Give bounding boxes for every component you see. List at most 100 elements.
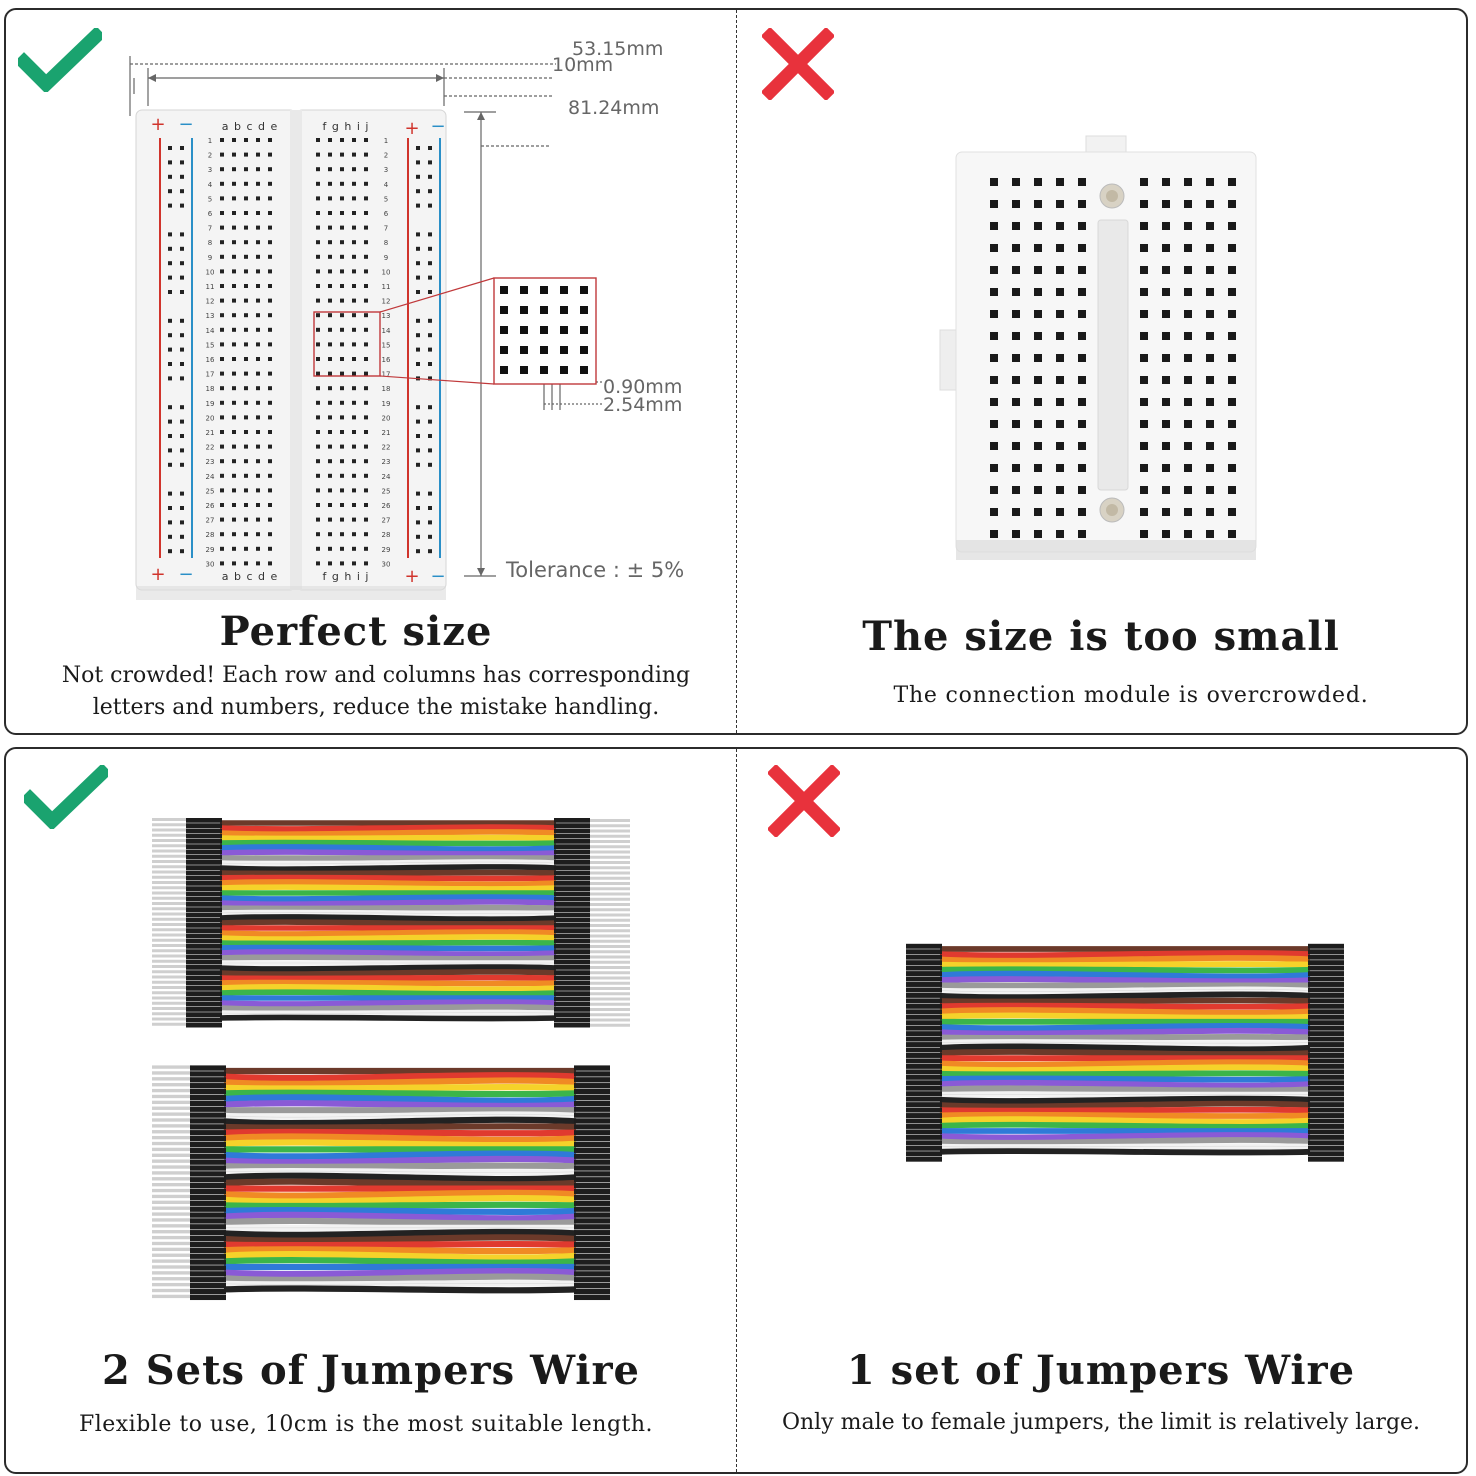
- svg-text:11: 11: [382, 283, 391, 291]
- check-icon: [18, 28, 102, 92]
- svg-text:7: 7: [208, 225, 212, 233]
- svg-text:16: 16: [382, 356, 391, 364]
- jumper-wire-set-single: [906, 943, 1344, 1162]
- dimension-width: 53.15mm: [572, 38, 664, 60]
- svg-text:15: 15: [382, 341, 391, 349]
- svg-text:26: 26: [206, 502, 215, 510]
- mini-breadboard: [939, 135, 1257, 560]
- description-line: Not crowded! Each row and columns has co…: [61, 663, 691, 688]
- panel-description: The connection module is overcrowded.: [893, 683, 1369, 708]
- panel-title: 1 set of Jumpers Wire: [846, 1347, 1356, 1394]
- svg-text:7: 7: [384, 225, 388, 233]
- jumper-wire-set-2: [152, 1065, 610, 1301]
- svg-text:28: 28: [206, 531, 215, 539]
- svg-text:5: 5: [208, 195, 212, 203]
- svg-text:20: 20: [382, 414, 391, 422]
- svg-text:19: 19: [382, 400, 391, 408]
- svg-text:12: 12: [206, 298, 215, 306]
- minus-label: −: [430, 566, 445, 587]
- zoomed-holes: [500, 286, 588, 374]
- description-line: letters and numbers, reduce the mistake …: [92, 695, 660, 720]
- svg-text:3: 3: [384, 166, 388, 174]
- svg-text:2: 2: [208, 152, 212, 160]
- svg-text:4: 4: [208, 181, 213, 189]
- panel-divider: [736, 10, 737, 733]
- column-letters-left: a b c d e: [222, 570, 279, 583]
- breadboard-dimension-diagram: + − + − + − + − a b c d e f g h i j a b …: [129, 56, 604, 600]
- svg-text:24: 24: [206, 473, 215, 481]
- check-icon: [24, 765, 108, 829]
- svg-text:13: 13: [382, 312, 391, 320]
- svg-text:24: 24: [382, 473, 391, 481]
- column-letters-left: a b c d e: [222, 120, 279, 133]
- panel-title: 2 Sets of Jumpers Wire: [101, 1347, 641, 1394]
- svg-text:26: 26: [382, 502, 391, 510]
- svg-text:29: 29: [206, 546, 215, 554]
- svg-text:29: 29: [382, 546, 391, 554]
- svg-text:28: 28: [382, 531, 391, 539]
- mini-breadboard-holes: [990, 178, 1236, 538]
- plus-label: +: [404, 118, 419, 139]
- svg-text:16: 16: [206, 356, 215, 364]
- dimension-hole: 0.90mm: [603, 376, 683, 398]
- svg-text:1: 1: [208, 137, 212, 145]
- svg-text:14: 14: [382, 327, 391, 335]
- svg-text:13: 13: [206, 312, 215, 320]
- svg-text:10: 10: [206, 268, 215, 276]
- column-letters-right: f g h i j: [323, 120, 370, 133]
- column-letters-right: f g h i j: [323, 570, 370, 583]
- svg-text:9: 9: [384, 254, 388, 262]
- minus-label: −: [430, 116, 445, 137]
- dimension-height: 81.24mm: [568, 97, 660, 119]
- svg-text:25: 25: [206, 487, 215, 495]
- svg-text:8: 8: [208, 239, 212, 247]
- comparison-panel-jumper-wires: 2 Sets of Jumpers Wire Flexible to use, …: [4, 747, 1468, 1474]
- svg-text:18: 18: [382, 385, 391, 393]
- svg-text:27: 27: [206, 517, 215, 525]
- svg-text:9: 9: [208, 254, 212, 262]
- svg-text:17: 17: [382, 371, 391, 379]
- plus-label: +: [404, 566, 419, 587]
- tolerance-label: Tolerance : ± 5%: [506, 558, 685, 582]
- svg-text:21: 21: [382, 429, 391, 437]
- dimension-gap: 10mm: [552, 54, 614, 76]
- panel-divider: [736, 749, 737, 1472]
- svg-text:30: 30: [206, 560, 215, 568]
- svg-text:6: 6: [208, 210, 213, 218]
- svg-text:3: 3: [208, 166, 212, 174]
- svg-text:30: 30: [382, 560, 391, 568]
- svg-text:10: 10: [382, 268, 391, 276]
- cross-icon: [768, 765, 840, 837]
- svg-text:15: 15: [206, 341, 215, 349]
- svg-text:1: 1: [384, 137, 388, 145]
- svg-text:17: 17: [206, 371, 215, 379]
- svg-text:23: 23: [206, 458, 215, 466]
- svg-text:20: 20: [206, 414, 215, 422]
- svg-text:25: 25: [382, 487, 391, 495]
- svg-text:2: 2: [384, 152, 388, 160]
- svg-text:12: 12: [382, 298, 391, 306]
- svg-text:11: 11: [206, 283, 215, 291]
- minus-label: −: [178, 564, 193, 585]
- svg-text:8: 8: [384, 239, 388, 247]
- cross-icon: [762, 28, 834, 100]
- svg-text:4: 4: [384, 181, 389, 189]
- dimension-pitch: 2.54mm: [603, 394, 683, 416]
- svg-text:21: 21: [206, 429, 215, 437]
- minus-label: −: [178, 114, 193, 135]
- plus-label: +: [150, 564, 165, 585]
- panel-title: Perfect size: [219, 608, 493, 655]
- panel-description: Flexible to use, 10cm is the most suitab…: [78, 1412, 654, 1437]
- plus-label: +: [150, 114, 165, 135]
- panel-description: Only male to female jumpers, the limit i…: [781, 1410, 1421, 1435]
- svg-text:19: 19: [206, 400, 215, 408]
- jumper-wire-set-1: [152, 818, 630, 1028]
- svg-text:22: 22: [206, 444, 215, 452]
- panel-title: The size is too small: [862, 613, 1340, 660]
- svg-text:6: 6: [384, 210, 389, 218]
- svg-text:5: 5: [384, 195, 388, 203]
- svg-text:23: 23: [382, 458, 391, 466]
- svg-text:27: 27: [382, 517, 391, 525]
- svg-text:14: 14: [206, 327, 215, 335]
